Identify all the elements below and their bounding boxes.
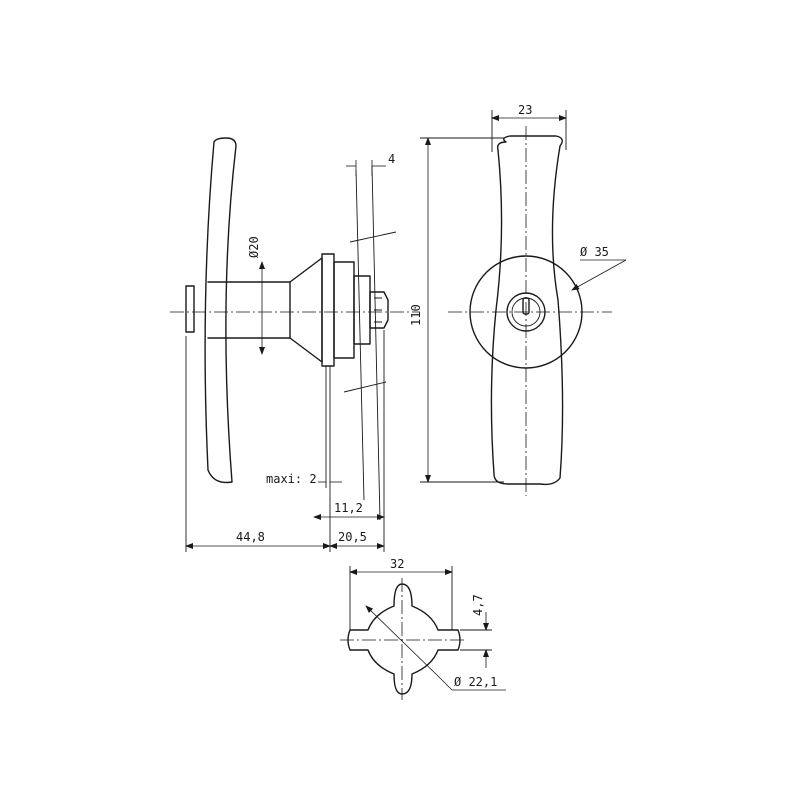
label-dim-23: 23 — [518, 103, 532, 117]
lock-washer — [353, 275, 371, 345]
dimension-maxi-2: maxi: 2 — [266, 472, 342, 486]
side-view — [170, 137, 420, 552]
cam-profile — [347, 583, 461, 695]
dimension-44-8: 44,8 — [185, 530, 331, 549]
label-dim-110: 110 — [409, 304, 423, 326]
label-dim-4-7: 4,7 — [471, 594, 485, 616]
dimension-4-7: 4,7 — [460, 594, 492, 668]
lock-tip — [369, 291, 389, 329]
lock-cone — [289, 257, 323, 363]
cam-tilt-top — [349, 231, 397, 243]
panel-line-b — [371, 165, 381, 521]
label-dia-22-1: Ø 22,1 — [454, 675, 497, 689]
label-dia-35: Ø 35 — [580, 245, 609, 259]
dimension-20-5: 20,5 — [329, 530, 385, 549]
handle-front-outline — [490, 135, 564, 486]
shaft-body — [207, 281, 291, 339]
label-dim-4: 4 — [388, 152, 395, 166]
label-dim-44-8: 44,8 — [236, 530, 265, 544]
dimension-32: 32 — [349, 557, 453, 630]
dimension-4: 4 — [346, 152, 395, 176]
dimension-110: 110 — [409, 137, 504, 483]
label-dim-20-5: 20,5 — [338, 530, 367, 544]
dimension-dia-35: Ø 35 — [571, 245, 627, 291]
handle-boss — [185, 285, 195, 333]
lock-nut — [333, 261, 355, 359]
label-dim-11-2: 11,2 — [334, 501, 363, 515]
label-maxi-2: maxi: 2 — [266, 472, 317, 486]
label-dia-20: Ø20 — [247, 236, 261, 258]
front-view — [448, 126, 612, 496]
cam-detail-view — [340, 578, 506, 700]
handle-side-profile — [204, 137, 237, 484]
dimension-23: 23 — [491, 103, 567, 152]
dimension-11-2: 11,2 — [313, 501, 385, 520]
panel-line-a — [355, 169, 365, 501]
label-dim-32: 32 — [390, 557, 404, 571]
cam-tilt-bottom — [343, 381, 387, 393]
dimension-dia-20: Ø20 — [247, 236, 265, 355]
lock-flange — [321, 253, 335, 367]
